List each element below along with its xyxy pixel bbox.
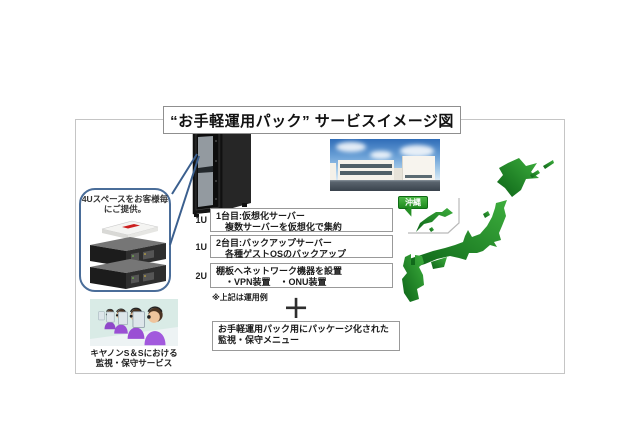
package-line2: 監視・保守メニュー (218, 335, 300, 345)
building-left-edge (330, 163, 336, 180)
slot-1-desc: 複数サーバーを仮想化で集約 (225, 221, 342, 232)
map-islet (543, 160, 554, 169)
page-title: “お手軽運用パック” サービスイメージ図 (170, 112, 454, 130)
map-islet (530, 170, 540, 178)
okinawa-badge: 沖縄 (398, 196, 428, 209)
building-right (402, 156, 435, 180)
note-text: ※上記は運用例 (212, 293, 268, 302)
operators-illustration (90, 299, 178, 346)
slot-1-title: 1台目:仮想化サーバー (216, 211, 305, 221)
operators-caption: キヤノンS＆Sにおける 監視・保守サービス (82, 348, 186, 368)
map-kyushu (402, 254, 424, 302)
slot-box-1: 1台目:仮想化サーバー 複数サーバーを仮想化で集約 (210, 208, 393, 232)
slot-size-label-1: 1U (195, 215, 207, 225)
parking-lot (330, 180, 440, 191)
cloud (400, 145, 434, 157)
stacked-servers-illustration (90, 220, 166, 289)
building-link (394, 168, 402, 180)
okinawa-badge-label: 沖縄 (405, 198, 421, 207)
slot-box-3: 棚板へネットワーク機器を設置 ・VPN装置 ・ONU装置 (210, 263, 393, 288)
map-honshu (404, 200, 507, 268)
okinawa-inset-bracket (408, 198, 460, 234)
cloud (370, 151, 392, 159)
datacenter-building-photo (330, 139, 440, 191)
server-rack-illustration (192, 126, 251, 217)
plus-icon: + (282, 288, 310, 326)
slot-box-2: 2台目:バックアップサーバー 各種ゲストOSのバックアップ (210, 235, 393, 259)
appliance-logo (122, 224, 140, 229)
callout-line1: 4Uスペースをお客様毎 (81, 194, 169, 204)
operators-caption-line1: キヤノンS＆Sにおける (90, 348, 178, 358)
map-islet (429, 227, 434, 232)
slot-3-desc: ・VPN装置 ・ONU装置 (225, 276, 327, 287)
package-line1: お手軽運用パック用にパッケージ化された (218, 324, 389, 334)
slot-2-desc: 各種ゲストOSのバックアップ (225, 248, 347, 259)
slot-3-title: 棚板へネットワーク機器を設置 (216, 266, 343, 276)
map-okinawa (416, 208, 453, 232)
callout-line2: にご提供。 (103, 204, 147, 214)
japan-map (402, 158, 554, 302)
callout-text: 4Uスペースをお客様毎 にご提供。 (81, 194, 169, 214)
cloud (336, 142, 366, 152)
title-box: “お手軽運用パック” サービスイメージ図 (163, 106, 461, 134)
slot-2-title: 2台目:バックアップサーバー (216, 238, 332, 248)
slot-size-label-2: 1U (195, 241, 207, 252)
building-main (338, 160, 394, 180)
map-islet (483, 211, 490, 218)
map-hokkaido (497, 158, 539, 197)
operators-caption-line2: 監視・保守サービス (95, 357, 173, 368)
slot-size-label-3: 2U (195, 270, 207, 281)
package-box: お手軽運用パック用にパッケージ化された 監視・保守メニュー (212, 321, 400, 351)
map-shikoku (431, 257, 447, 269)
